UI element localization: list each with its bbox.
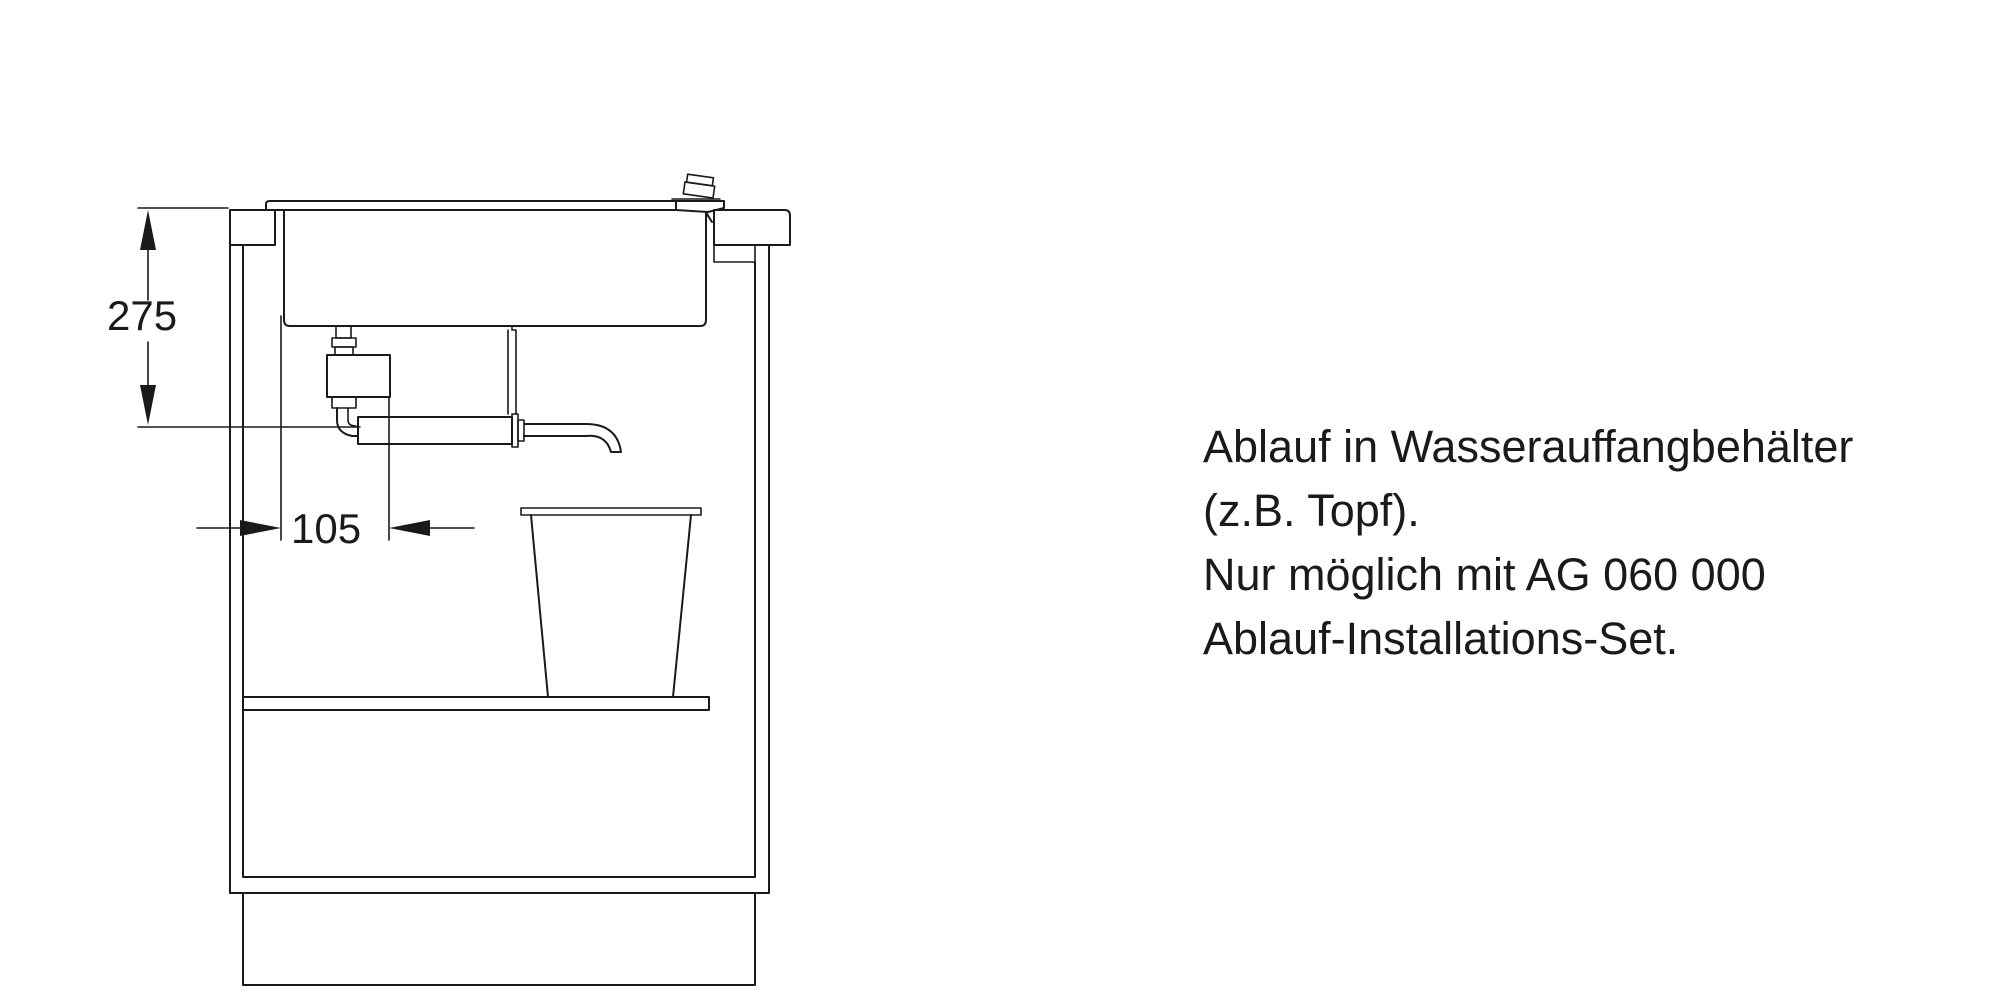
- container-body: [530, 514, 692, 698]
- basin-body: [283, 209, 713, 327]
- height-dimension-label: 275: [107, 292, 177, 339]
- water-container: [520, 507, 702, 698]
- offset-dimension: 105: [196, 315, 475, 552]
- drain-outlet-spout: [523, 423, 622, 453]
- worktop-left: [229, 209, 276, 246]
- drain-elbow-inner: [347, 407, 357, 427]
- container-rim: [520, 507, 702, 516]
- appliance-basin: [265, 173, 725, 327]
- worktop-right: [713, 209, 791, 246]
- worktop-right-strip: [713, 244, 756, 263]
- arrow-left-icon: [389, 520, 430, 536]
- drain-elbow: [336, 407, 359, 437]
- pipe-coupling-2: [517, 419, 525, 442]
- caption-line-4: Ablauf-Installations-Set.: [1203, 613, 1679, 664]
- drain-connector-2: [334, 346, 354, 356]
- drain-assembly: [326, 325, 622, 453]
- cabinet-plinth: [242, 892, 756, 986]
- basin-rim: [265, 200, 677, 211]
- arrow-down-icon: [140, 385, 156, 425]
- offset-dimension-label: 105: [291, 505, 361, 552]
- cabinet-outer-frame: [229, 244, 770, 894]
- worktop: [229, 209, 791, 263]
- caption-line-1: Ablauf in Wasserauffangbehälter: [1203, 421, 1854, 472]
- caption-line-3: Nur möglich mit AG 060 000: [1203, 549, 1766, 600]
- mounting-bracket: [497, 325, 517, 415]
- drain-valve-bottom: [331, 396, 357, 409]
- height-dimension: 275: [107, 207, 361, 428]
- drain-stub: [335, 325, 352, 339]
- drain-valve: [326, 354, 391, 398]
- cabinet-inner-frame: [242, 244, 756, 878]
- shelf: [242, 696, 710, 711]
- drain-pipe: [357, 416, 513, 445]
- control-knob-icon: [671, 173, 721, 200]
- arrow-up-icon: [140, 210, 156, 250]
- basin-rim-right: [675, 200, 725, 213]
- caption-line-2: (z.B. Topf).: [1203, 485, 1420, 536]
- installation-caption: Ablauf in Wasserauffangbehälter (z.B. To…: [1203, 415, 1853, 671]
- drain-connector: [331, 337, 357, 348]
- arrow-right-icon: [240, 520, 281, 536]
- cabinet: [229, 244, 770, 986]
